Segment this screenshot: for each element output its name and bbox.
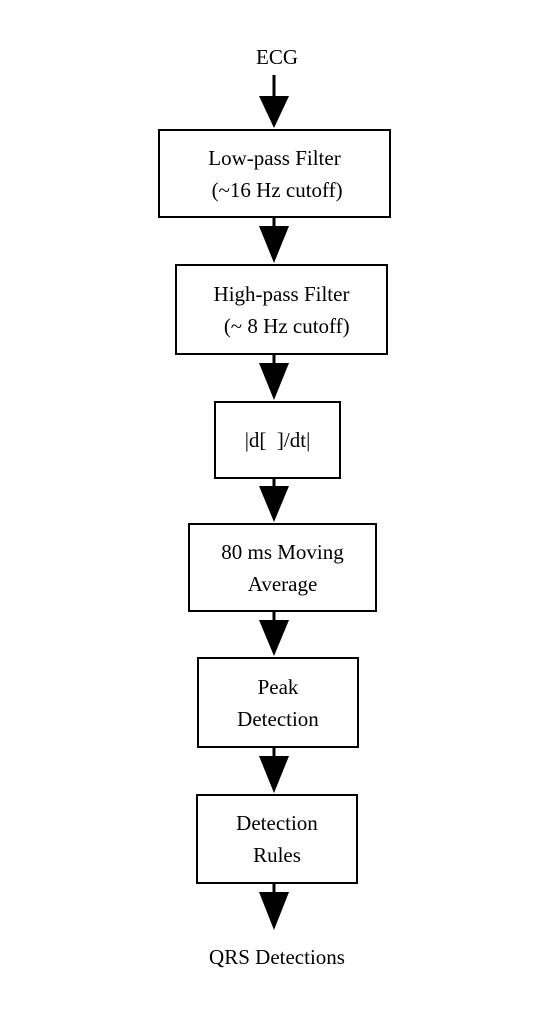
lowpass-filter-box: Low-pass Filter (~16 Hz cutoff) xyxy=(158,129,391,218)
highpass-filter-title: High-pass Filter xyxy=(213,281,350,306)
lowpass-filter-title: Low-pass Filter xyxy=(208,145,341,170)
detection-rules-title: Detection xyxy=(236,811,318,835)
peak-detection-title: Peak xyxy=(257,674,299,699)
moving-average-title: 80 ms Moving xyxy=(221,539,344,564)
arrowhead xyxy=(259,892,289,930)
peak-detection-subtitle: Detection xyxy=(237,706,319,731)
highpass-filter-cutoff: (~ 8 Hz cutoff) xyxy=(213,313,350,338)
highpass-filter-box: High-pass Filter (~ 8 Hz cutoff) xyxy=(175,264,388,355)
input-label: ECG xyxy=(256,45,298,69)
peak-detection-box: Peak Detection xyxy=(197,657,359,748)
derivative-box: |d[ ]/dt| xyxy=(214,401,341,479)
moving-average-subtitle: Average xyxy=(247,571,318,596)
moving-average-box: 80 ms Moving Average xyxy=(188,523,377,612)
derivative-label: |d[ ]/dt| xyxy=(244,428,311,452)
detection-rules-subtitle: Rules xyxy=(253,843,301,867)
detection-rules-box: Detection Rules xyxy=(196,794,358,884)
arrowhead xyxy=(259,226,289,263)
arrowhead xyxy=(259,96,289,128)
lowpass-filter-cutoff: (~16 Hz cutoff) xyxy=(206,177,343,202)
arrowhead xyxy=(259,620,289,656)
arrowhead xyxy=(259,363,289,400)
output-label: QRS Detections xyxy=(209,945,345,969)
arrowhead xyxy=(259,756,289,793)
arrowhead xyxy=(259,486,289,522)
